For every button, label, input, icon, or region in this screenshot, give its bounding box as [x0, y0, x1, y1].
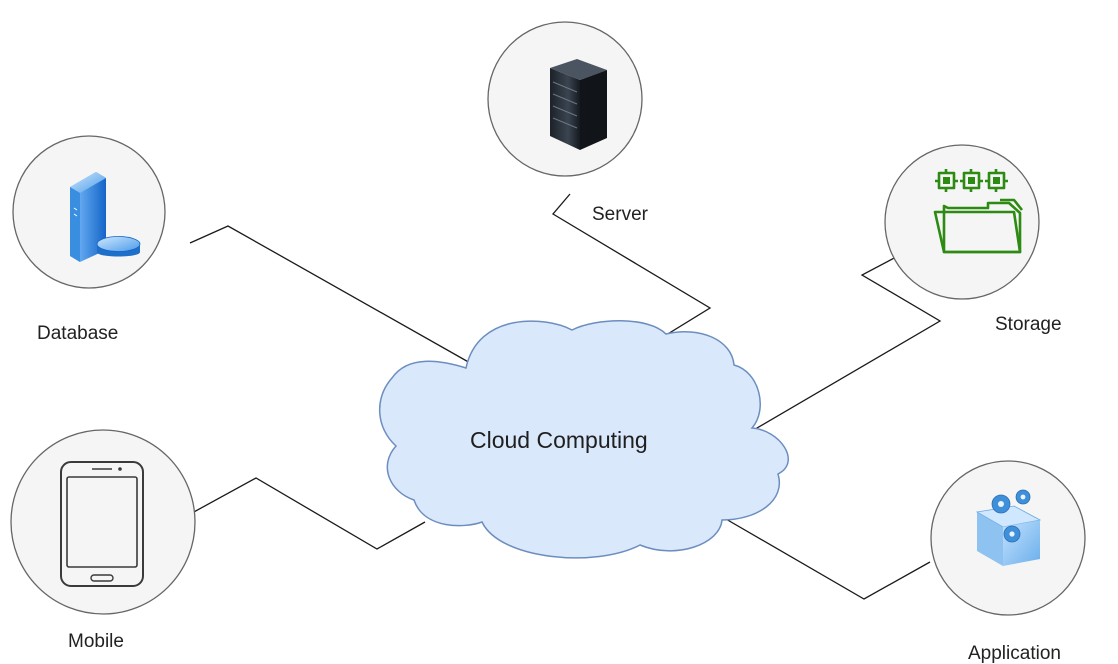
- gears-cube-icon: [975, 489, 1042, 566]
- cloud-label: Cloud Computing: [470, 427, 648, 453]
- server-rack-icon: [550, 59, 607, 150]
- database-label: Database: [37, 323, 119, 344]
- application-label: Application: [968, 643, 1061, 664]
- connector-storage: [739, 254, 942, 439]
- folder-chips-icon: [933, 169, 1024, 254]
- storage-label: Storage: [995, 314, 1062, 335]
- connector-mobile: [191, 477, 426, 550]
- mobile-node[interactable]: [10, 429, 196, 615]
- node-circles: [10, 21, 1086, 616]
- storage-node[interactable]: [884, 144, 1040, 300]
- connectors: [189, 193, 942, 600]
- connector-server: [552, 193, 712, 357]
- connector-application: [718, 514, 931, 600]
- mobile-label: Mobile: [68, 631, 124, 652]
- database-server-icon: [70, 172, 141, 262]
- connector-database: [189, 225, 473, 365]
- smartphone-icon: [60, 461, 144, 587]
- cloud-shape[interactable]: [379, 320, 790, 559]
- server-label: Server: [592, 204, 648, 225]
